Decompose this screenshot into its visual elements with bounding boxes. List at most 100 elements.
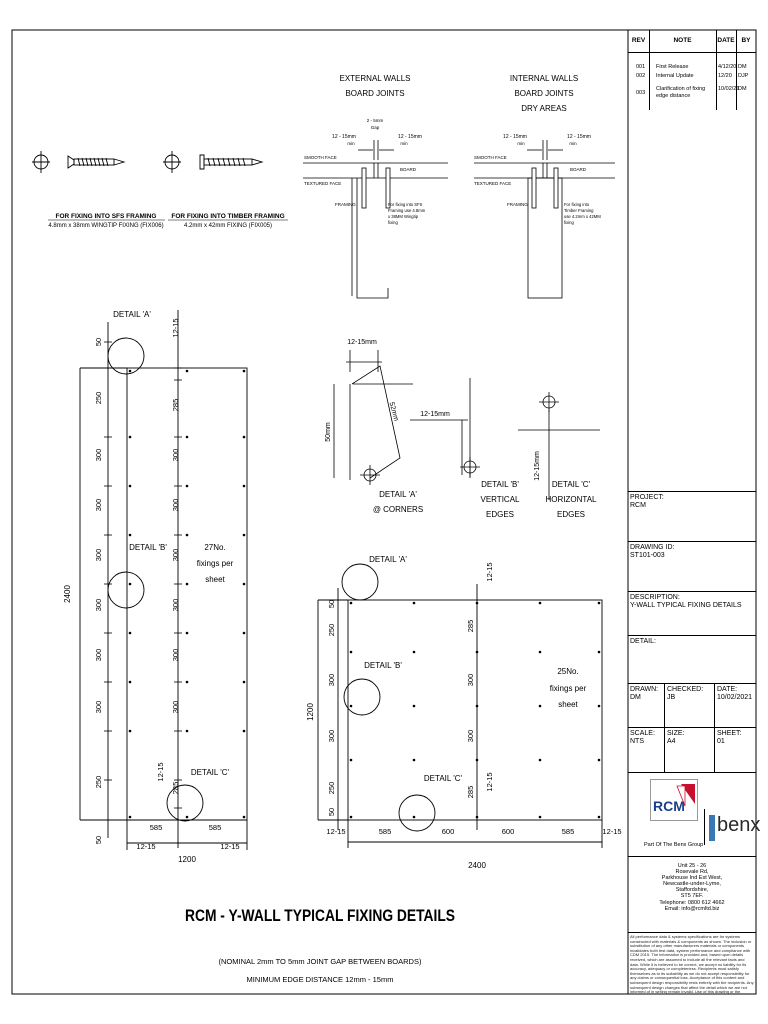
s2-left-dim-1: 50 <box>327 600 336 608</box>
project-label: PROJECT: <box>630 494 664 501</box>
detail-b-dim: 12-15mm <box>420 411 450 418</box>
detail-c-label-1: DETAIL 'C' <box>552 480 591 489</box>
benx-logo-bar <box>709 815 715 841</box>
s2-left-dim-6: 50 <box>327 808 336 816</box>
timber-fixing-icon <box>163 151 264 173</box>
rev-col-3 <box>736 30 737 110</box>
sheet-2-fixing-points <box>349 601 601 819</box>
s1-left-dim-9: 250 <box>94 776 103 789</box>
external-note-3: x 38MM Wingtip <box>388 214 419 219</box>
s1-bottom-dim-1: 585 <box>150 823 163 832</box>
drawing-id-cell: DRAWING ID: ST101-003 <box>628 541 756 591</box>
internal-smooth-face: SMOOTH FACE <box>474 155 507 160</box>
email: Email: info@rcmltd.biz <box>664 906 720 912</box>
drawing-id-value: ST101-003 <box>630 552 665 559</box>
s1-right-dim-8: 300 <box>171 701 180 714</box>
s2-left-dim-3: 300 <box>327 674 336 687</box>
internal-framing-label: FRAMING <box>507 202 528 207</box>
external-framing-label: FRAMING <box>335 202 356 207</box>
checked-value: JB <box>667 694 676 701</box>
s2-bottom-dim-5: 585 <box>562 827 575 836</box>
detail-label: DETAIL: <box>630 638 656 645</box>
external-right-min: min <box>400 141 408 146</box>
sheet-1-detail-a: DETAIL 'A' <box>113 310 151 319</box>
rev-3-note: Clarification of fixing edge distance <box>656 86 706 99</box>
detail-c-sketch <box>518 392 600 500</box>
rev-col-1 <box>649 30 650 110</box>
internal-left-min: min <box>517 141 525 146</box>
scale-label: SCALE: <box>630 730 655 737</box>
sheet-2-fixings-3: sheet <box>558 700 578 709</box>
s2-bottom-dim-3: 600 <box>442 827 455 836</box>
s2-right-dim-2: 285 <box>466 620 475 633</box>
s2-right-dim-3: 300 <box>466 674 475 687</box>
note-edge-distance: MINIMUM EDGE DISTANCE 12mm - 15mm <box>247 975 394 984</box>
rev-divider <box>628 52 756 53</box>
detail-a-dim-1: 12-15mm <box>347 339 377 346</box>
s1-right-dim-3: 300 <box>171 449 180 462</box>
external-walls-section <box>303 140 448 299</box>
sheet-1-outline <box>79 310 248 850</box>
detail-a-label-2: @ CORNERS <box>373 505 423 514</box>
drawn-label: DRAWN: <box>630 686 659 693</box>
s1-right-dim-10: 12-15 <box>156 762 165 781</box>
by-header: BY <box>741 37 751 44</box>
size-label: SIZE: <box>667 730 685 737</box>
address-block: Unit 25 - 26 Rosevale Rd, Parkhouse Ind … <box>628 856 756 933</box>
external-board-label: BOARD <box>400 167 417 172</box>
internal-title-3: DRY AREAS <box>521 104 567 113</box>
sheet-2-detail-b: DETAIL 'B' <box>364 661 402 670</box>
timber-fixing-spec: 4.2mm x 42mm FIXING (FIX005) <box>184 223 272 229</box>
sheet-2-fixings-2: fixings per <box>550 684 587 693</box>
external-right-dim: 12 - 15mm <box>398 134 422 140</box>
description-cell: DESCRIPTION: Y-WALL TYPICAL FIXING DETAI… <box>628 591 756 635</box>
s2-bottom-dim-6: 12-15 <box>602 827 621 836</box>
sheet-1-fixings-3: sheet <box>205 575 225 584</box>
internal-note-1: For fixing into <box>564 202 590 207</box>
internal-note-2: Timber Framing <box>564 208 594 213</box>
rev-3-by: DM <box>738 86 747 92</box>
sheet-1-fixings-1: 27No. <box>204 543 225 552</box>
timber-fixing-label: FOR FIXING INTO TIMBER FRAMING <box>171 213 284 220</box>
s1-edge-right: 12-15 <box>220 842 239 851</box>
title-block: REV NOTE DATE BY 001 First Release 4/12/… <box>628 30 760 995</box>
detail-c-dim: 12-15mm <box>534 451 541 481</box>
s2-left-dim-2: 250 <box>327 624 336 637</box>
description-label: DESCRIPTION: <box>630 594 680 601</box>
detail-c-label-3: EDGES <box>557 510 585 519</box>
internal-title-1: INTERNAL WALLS <box>510 74 578 83</box>
sheet-2-outline <box>317 563 603 848</box>
rev-1-date: 4/12/20 <box>718 64 737 70</box>
rcm-logo-mark <box>676 784 695 807</box>
drawing-frame <box>11 29 757 995</box>
internal-textured-face: TEXTURED FACE <box>474 181 511 186</box>
address-line-6: ST5 7EF. <box>680 893 704 899</box>
rev-1-note: First Release <box>656 64 689 70</box>
s1-right-dim-6: 300 <box>171 599 180 612</box>
s1-bottom-dim-2: 585 <box>209 823 222 832</box>
detail-cell: DETAIL: <box>628 635 756 683</box>
rev-1: 001 <box>636 64 646 70</box>
internal-left-dim: 12 - 15mm <box>503 134 527 140</box>
rcm-logo: RCM <box>650 779 698 821</box>
s1-edge-left: 12-15 <box>136 842 155 851</box>
internal-board-label: BOARD <box>570 167 587 172</box>
sheet-1-fixings-2: fixings per <box>197 559 234 568</box>
s1-left-dim-4: 300 <box>94 499 103 512</box>
date-cell: DATE: 10/02/2021 <box>714 684 756 728</box>
detail-a-label-1: DETAIL 'A' <box>379 490 417 499</box>
s1-left-dim-2: 250 <box>94 392 103 405</box>
address-line-2: Rosevale Rd, <box>675 869 709 875</box>
checked-label: CHECKED: <box>667 686 704 693</box>
rev-2-note: Internal Update <box>656 73 694 79</box>
external-left-min: min <box>347 141 355 146</box>
telephone: Telephone: 0800 612 4662 <box>659 900 725 906</box>
internal-note-4: fixing <box>564 220 574 225</box>
s1-left-dim-7: 300 <box>94 649 103 662</box>
size-cell: SIZE: A4 <box>664 728 714 773</box>
disclaimer-text: All performance data & systems specifica… <box>630 934 754 995</box>
external-note-1: For fixing into SFS <box>388 202 423 207</box>
note-joint-gap: (NOMINAL 2mm TO 5mm JOINT GAP BETWEEN BO… <box>219 957 422 966</box>
detail-b-label-3: EDGES <box>486 510 514 519</box>
rev-header: REV <box>631 37 646 44</box>
